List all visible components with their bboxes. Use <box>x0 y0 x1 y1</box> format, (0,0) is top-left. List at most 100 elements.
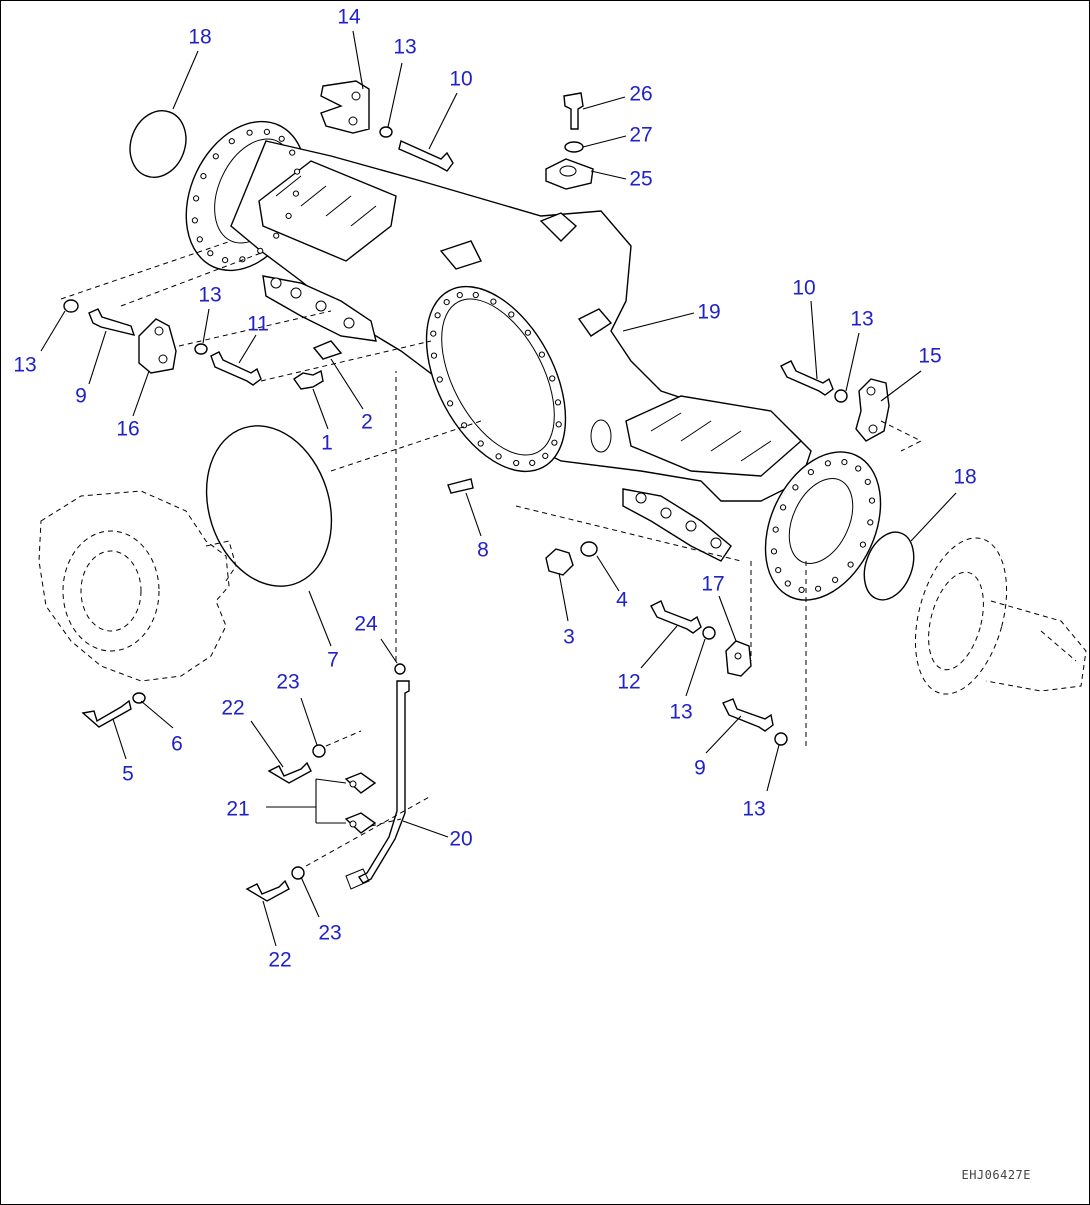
washer-23-lower <box>291 866 305 880</box>
flange-bolt-hole <box>864 478 871 485</box>
callout-18: 18 <box>953 465 977 489</box>
flange-bolt-hole <box>196 236 203 243</box>
callout-8: 8 <box>477 538 489 562</box>
flange-bolt-hole <box>867 519 874 526</box>
leader-lines <box>40 30 957 947</box>
plate-25 <box>545 158 594 190</box>
callout-5: 5 <box>122 762 134 786</box>
bracket-17 <box>725 640 752 677</box>
callout-10: 10 <box>449 67 473 91</box>
callout-13: 13 <box>13 353 37 377</box>
hub-right <box>914 537 1087 695</box>
flange-bolt-hole <box>456 292 463 299</box>
alignment-lines <box>60 240 923 867</box>
flange-bolt-hole <box>228 138 235 145</box>
callout-9: 9 <box>694 756 706 780</box>
drawing-code: EHJ06427E <box>961 1168 1031 1182</box>
plug-3 <box>545 548 574 576</box>
flange-bolt-hole <box>477 440 484 447</box>
bracket-14 <box>320 80 370 134</box>
flange-bolt-hole <box>212 153 219 160</box>
flange-bolt-hole <box>542 452 549 459</box>
callout-16: 16 <box>116 417 140 441</box>
flange-bolt-hole <box>285 212 292 219</box>
final-drive-housing-left <box>38 490 237 682</box>
flange-bolt-hole <box>554 399 562 406</box>
callout-10: 10 <box>792 276 816 300</box>
flange-bolt-hole <box>529 459 536 466</box>
flange-bolt-hole <box>780 504 787 511</box>
callout-19: 19 <box>697 300 721 324</box>
flange-bolt-hole <box>770 548 778 555</box>
flange-bolt-hole <box>436 376 443 383</box>
callout-13: 13 <box>393 35 417 59</box>
flange-bolt-hole <box>434 312 441 319</box>
callout-13: 13 <box>669 700 693 724</box>
flange-bolt-hole <box>555 421 562 428</box>
callout-13: 13 <box>198 283 222 307</box>
plate-2 <box>312 340 343 360</box>
breather-tube-20 <box>345 680 410 890</box>
bolt-12 <box>650 600 702 634</box>
washer-27 <box>564 141 584 153</box>
flange-bolt-hole <box>824 460 832 467</box>
callout-26: 26 <box>629 82 653 106</box>
callout-9: 9 <box>75 384 87 408</box>
callout-24: 24 <box>354 612 378 636</box>
callout-20: 20 <box>449 827 473 851</box>
callout-13: 13 <box>742 797 766 821</box>
flange-bolt-hole <box>443 299 450 306</box>
callout-22: 22 <box>268 948 292 972</box>
pin-8 <box>447 478 474 494</box>
flange-bolt-hole <box>815 585 822 592</box>
flange-bolt-hole <box>832 576 839 584</box>
callout-18: 18 <box>188 25 212 49</box>
flange-bolt-hole <box>273 232 280 239</box>
washer-6 <box>132 692 146 704</box>
flange-bolt-hole <box>495 453 502 460</box>
flange-bolt-hole <box>222 257 229 264</box>
flange-bolt-hole <box>524 329 532 336</box>
flange-bolt-hole <box>292 190 299 197</box>
callout-6: 6 <box>171 732 183 756</box>
flange-bolt-hole <box>278 135 285 142</box>
callout-2: 2 <box>361 410 373 434</box>
callout-23: 23 <box>318 921 342 945</box>
washer-23-upper <box>312 744 326 758</box>
flange-bolt-hole <box>847 561 854 568</box>
flange-bolt-holes <box>191 128 876 594</box>
callout-13: 13 <box>850 307 874 331</box>
axle-housing-19 <box>185 120 882 601</box>
bolt-10-right <box>780 360 834 396</box>
flange-bolt-hole <box>246 129 253 136</box>
callout-3: 3 <box>563 625 575 649</box>
callout-14: 14 <box>337 5 361 29</box>
flange-bolt-hole <box>551 439 558 446</box>
washer-13-right-top <box>834 389 848 403</box>
cap-24 <box>394 663 406 675</box>
o-ring-18-left <box>129 110 187 178</box>
flange-bolt-hole <box>538 351 546 358</box>
flange-bolt-hole <box>294 168 301 175</box>
flange-bolt-hole <box>798 586 805 594</box>
callout-25: 25 <box>629 167 653 191</box>
flange-bolt-hole <box>447 400 454 407</box>
callout-7: 7 <box>327 648 339 672</box>
flange-bolt-hole <box>207 250 214 257</box>
washer-13-top <box>379 126 393 138</box>
o-ring-7 <box>205 425 333 587</box>
callout-23: 23 <box>276 670 300 694</box>
bracket-16 <box>138 318 177 374</box>
bolt-11 <box>210 351 262 386</box>
flange-bolt-hole <box>289 149 296 156</box>
bolt-22-lower <box>245 879 290 902</box>
bolt-10-top <box>398 140 454 172</box>
flange-bolt-hole <box>490 298 497 305</box>
flange-bolt-hole <box>430 352 438 359</box>
callout-22: 22 <box>221 696 245 720</box>
callout-4: 4 <box>616 588 628 612</box>
bolt-1 <box>293 369 324 390</box>
clamp-21 <box>344 772 377 834</box>
flange-bolt-hole <box>807 469 815 476</box>
flange-bolt-hole <box>772 526 779 533</box>
